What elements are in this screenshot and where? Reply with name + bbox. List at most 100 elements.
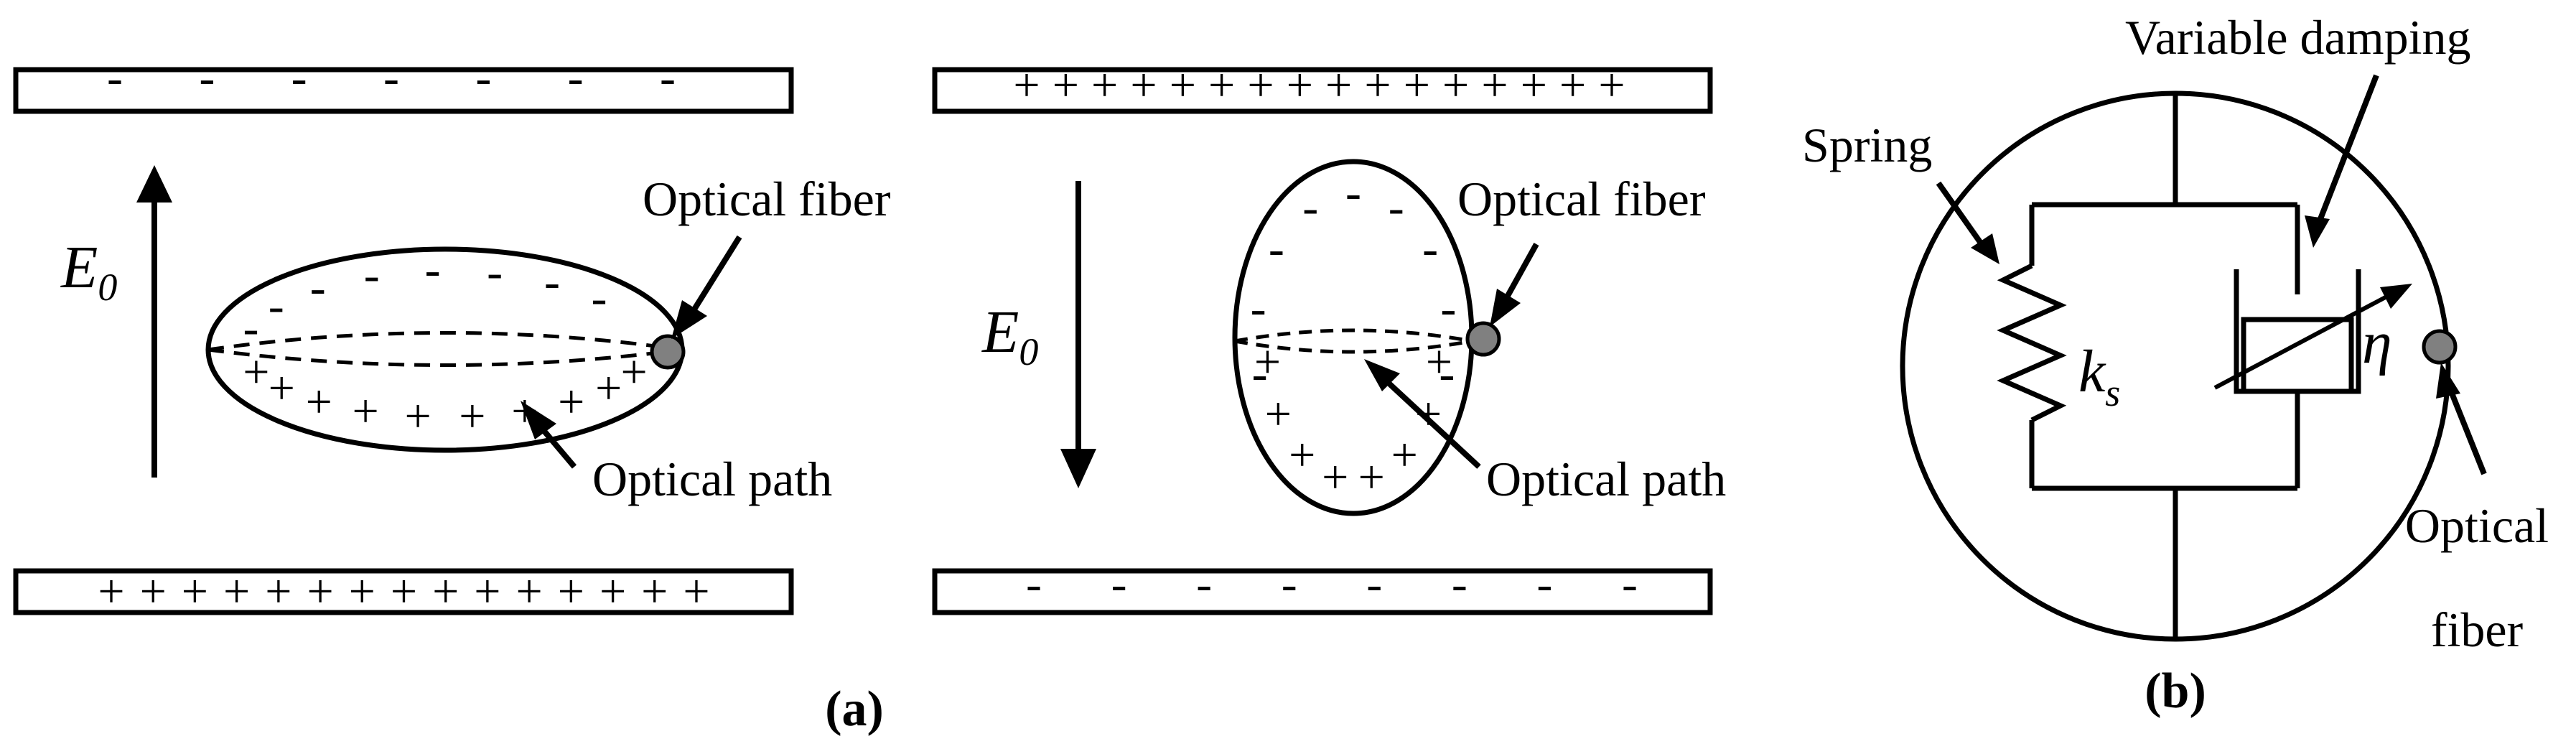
- negative-charge: -: [1269, 223, 1284, 275]
- fiber-pointer-arrowhead: [1490, 289, 1521, 327]
- panel-a-caption: (a): [825, 681, 884, 737]
- optical-fiber-label-line1: Optical: [2405, 498, 2549, 553]
- positive-charge: +: [307, 565, 333, 618]
- positive-charge: +: [1481, 59, 1508, 111]
- top-plate-charges: -------: [107, 52, 676, 104]
- negative-charge: -: [1196, 558, 1212, 610]
- positive-charge: +: [1265, 388, 1292, 440]
- negative-charge: -: [1302, 182, 1318, 234]
- spring-zigzag: [1997, 263, 2067, 423]
- bottom-electrode-plate: [932, 568, 1713, 615]
- negative-charge: -: [544, 256, 560, 308]
- positive-charge: +: [269, 362, 295, 414]
- positive-charge: +: [558, 565, 584, 618]
- top-electrode-plate: [932, 67, 1713, 114]
- path-pointer-arrow: [1380, 375, 1481, 469]
- positive-charge: +: [182, 565, 208, 618]
- optical-fiber-point: [650, 334, 686, 370]
- panel-b-caption: (b): [2145, 664, 2206, 719]
- negative-charge: -: [1389, 182, 1404, 234]
- positive-charge: +: [404, 390, 431, 442]
- positive-charge: +: [243, 345, 269, 398]
- droplet-positive-charges: ++++++++++: [243, 345, 647, 442]
- positive-charge: +: [391, 565, 417, 618]
- negative-charge: -: [199, 52, 215, 104]
- positive-charge: +: [1598, 59, 1625, 111]
- panel-a-right: ++++++++++++++++ -------- E0 --------- +…: [932, 59, 1726, 615]
- negative-charge: -: [269, 279, 284, 332]
- positive-charge: +: [306, 376, 332, 428]
- positive-charge: +: [599, 565, 626, 618]
- spring-pointer-arrowhead: [1971, 233, 1999, 264]
- optical-path-label: Optical path: [592, 452, 832, 506]
- positive-charge: +: [459, 390, 485, 442]
- damper-piston: [2241, 317, 2354, 394]
- spring-label: Spring: [1802, 118, 1932, 172]
- negative-charge: -: [310, 261, 326, 314]
- negative-charge: -: [660, 52, 676, 104]
- negative-charge: -: [1282, 558, 1297, 610]
- positive-charge: +: [432, 565, 459, 618]
- positive-charge: +: [349, 565, 375, 618]
- negative-charge: -: [243, 302, 259, 355]
- positive-charge: +: [474, 565, 500, 618]
- positive-charge: +: [1247, 59, 1274, 111]
- positive-charge: +: [98, 565, 124, 618]
- positive-charge: +: [1358, 451, 1385, 503]
- optical-path-equator: [1234, 328, 1473, 343]
- droplet-negative-charges: ---------: [1251, 167, 1457, 400]
- positive-charge: +: [1391, 429, 1418, 481]
- field-label: E0: [60, 234, 117, 309]
- negative-charge: -: [364, 249, 380, 302]
- negative-charge: -: [568, 52, 584, 104]
- positive-charge: +: [265, 565, 291, 618]
- bottom-plate-charges: --------: [1026, 558, 1638, 610]
- optical-path-equator: [207, 331, 683, 352]
- negative-charge: -: [1366, 558, 1382, 610]
- positive-charge: +: [1130, 59, 1157, 111]
- field-label: E0: [981, 299, 1038, 373]
- negative-charge: -: [487, 246, 503, 298]
- negative-charge: -: [425, 243, 441, 296]
- droplet-negative-charges: --------: [243, 243, 607, 354]
- fiber-pointer-arrowhead: [671, 300, 707, 339]
- negative-charge: -: [1251, 282, 1266, 335]
- optical-path-equator-front: [207, 348, 683, 367]
- positive-charge: +: [595, 362, 622, 414]
- variable-damping-label: Variable damping: [2125, 10, 2471, 65]
- negative-charge: -: [1536, 558, 1552, 610]
- damping-pointer-arrowhead: [2305, 215, 2330, 248]
- positive-charge: +: [1091, 59, 1118, 111]
- spring-constant-label: ks: [2078, 338, 2120, 414]
- positive-charge: +: [352, 385, 378, 437]
- negative-charge: -: [1422, 223, 1438, 275]
- negative-charge: -: [1440, 282, 1456, 335]
- optical-fiber-label: Optical fiber: [1457, 172, 1706, 226]
- negative-charge: -: [592, 271, 607, 324]
- field-arrowhead: [1060, 449, 1096, 488]
- positive-charge: +: [1442, 59, 1469, 111]
- spring-pointer-arrow: [1936, 181, 1984, 246]
- optical-path-equator-front: [1234, 339, 1473, 354]
- positive-charge: +: [1254, 336, 1281, 388]
- positive-charge: +: [1521, 59, 1547, 111]
- positive-charge: +: [1364, 59, 1391, 111]
- positive-charge: +: [1013, 59, 1040, 111]
- damping-coefficient-label: η: [2362, 309, 2392, 376]
- panel-b: ks η Spring Variable damping Optical fib…: [1802, 10, 2549, 657]
- negative-charge: -: [1026, 558, 1042, 610]
- panel-a-left: ------- +++++++++++++++ E0 -------- ++++…: [13, 52, 891, 618]
- optical-fiber-point: [1465, 321, 1501, 357]
- bottom-plate-charges: +++++++++++++++: [98, 565, 709, 618]
- variable-damping-arrow: [2213, 292, 2392, 390]
- negative-charge: -: [383, 52, 399, 104]
- negative-charge: -: [107, 52, 123, 104]
- positive-charge: +: [140, 565, 167, 618]
- positive-charge: +: [1289, 429, 1315, 481]
- positive-charge: +: [1404, 59, 1430, 111]
- droplet-positive-charges: ++++++++: [1254, 336, 1452, 503]
- negative-charge: -: [1111, 558, 1127, 610]
- top-electrode-plate: [13, 67, 794, 114]
- positive-charge: +: [641, 565, 668, 618]
